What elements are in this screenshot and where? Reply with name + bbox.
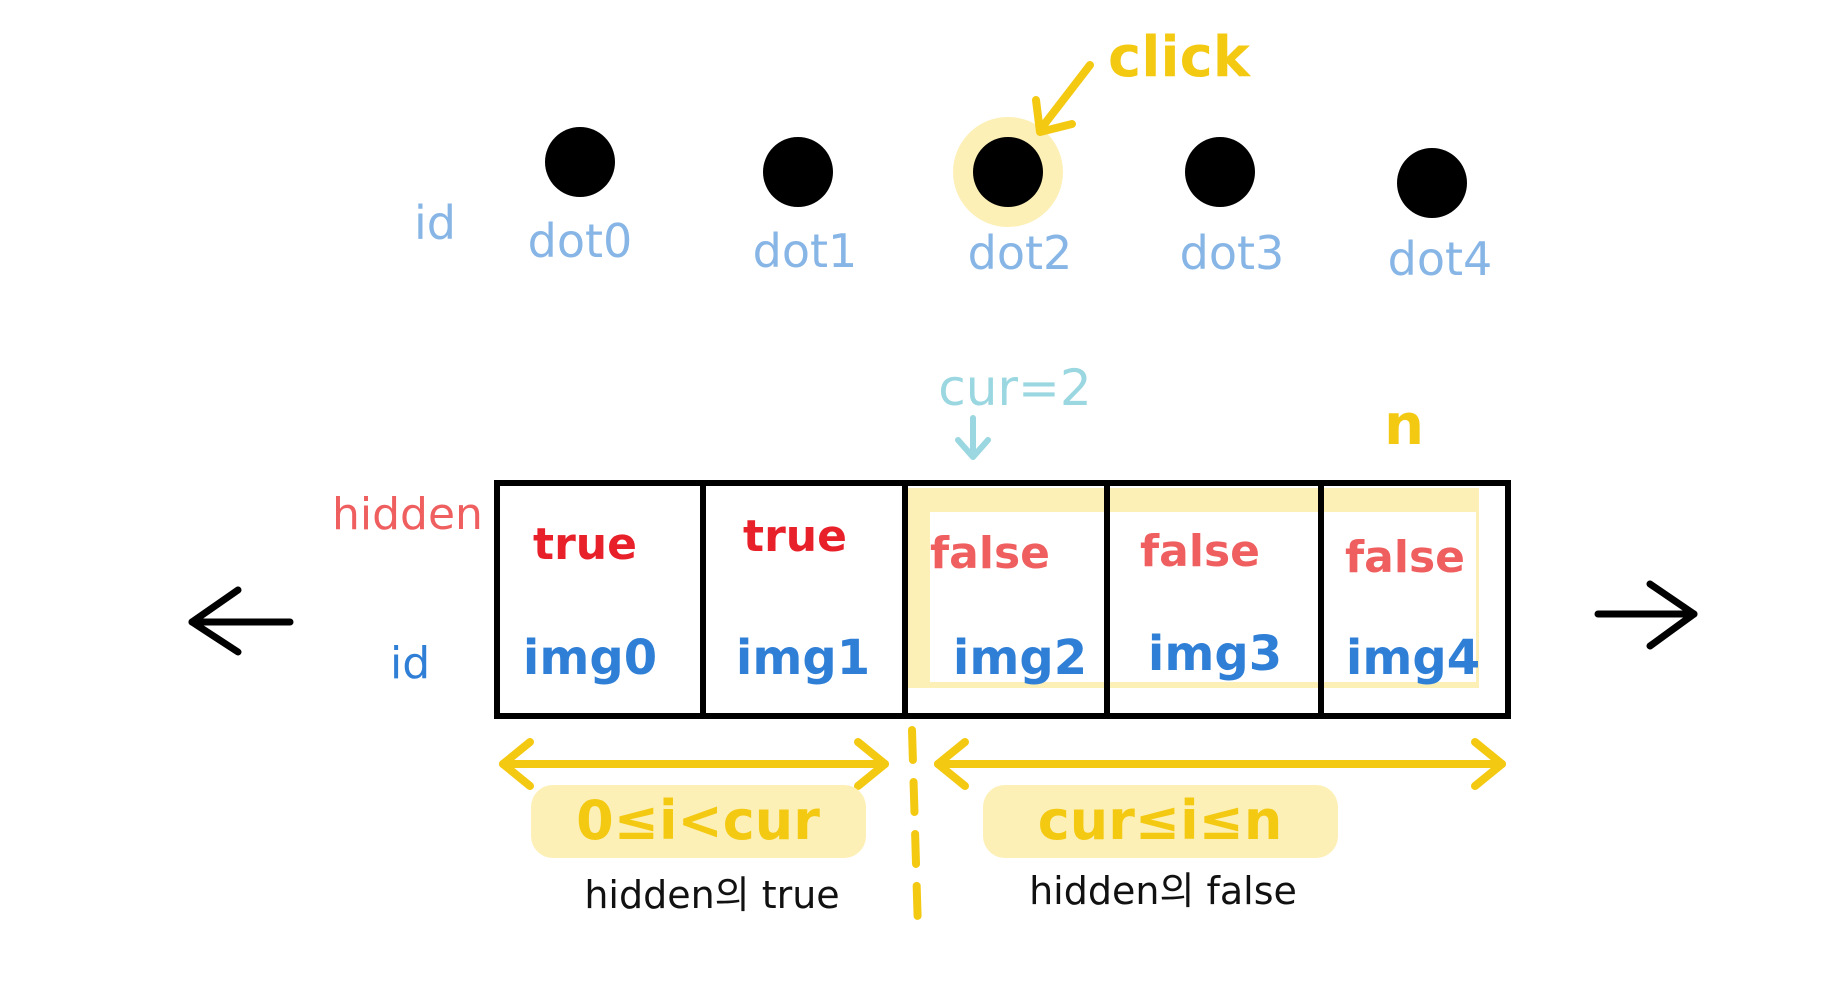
cell-1-hidden: true: [743, 511, 847, 562]
range-left-note: hidden의 true: [584, 873, 840, 917]
arrow-right-icon[interactable]: [1594, 580, 1698, 650]
dot-4[interactable]: [1397, 148, 1467, 218]
cur-divider: [908, 726, 922, 934]
dot-2[interactable]: [973, 137, 1043, 207]
dot-label-0: dot0: [527, 214, 633, 268]
click-arrow-icon: [1032, 61, 1094, 136]
dot-label-3: dot3: [1179, 226, 1285, 280]
dot-label-2: dot2: [967, 226, 1073, 280]
dot-3[interactable]: [1185, 137, 1255, 207]
range-left-label: 0≤i<cur: [576, 789, 820, 852]
cur-arrow-icon: [955, 415, 991, 460]
cell-3-hidden: false: [1140, 526, 1260, 577]
dot-label-4: dot4: [1387, 232, 1493, 286]
cell-4-hidden: false: [1345, 532, 1465, 583]
cell-0-id: img0: [522, 630, 658, 686]
cell-2-id: img2: [952, 630, 1088, 686]
id-row-label: id: [390, 638, 431, 689]
cell-2-hidden: false: [930, 528, 1050, 579]
dots-row-label: id: [414, 196, 456, 250]
click-label: click: [1108, 25, 1251, 90]
cell-4-id: img4: [1345, 630, 1481, 686]
cell-0-hidden: true: [533, 519, 637, 570]
dot-label-1: dot1: [752, 224, 858, 278]
hidden-row-label: hidden: [332, 489, 483, 540]
dot-0[interactable]: [545, 127, 615, 197]
range-right-box: [983, 785, 1338, 858]
range-right-arrow: [934, 738, 1506, 790]
arrow-left-icon[interactable]: [188, 586, 294, 656]
cell-1-id: img1: [735, 630, 871, 686]
range-right-label: cur≤i≤n: [1037, 789, 1283, 852]
cell-3-id: img3: [1147, 626, 1283, 682]
cur-label: cur=2: [938, 359, 1092, 417]
range-right-note: hidden의 false: [1029, 869, 1297, 913]
highlight-inner: [930, 512, 1476, 682]
range-left-box: [531, 785, 866, 858]
array-grid: [494, 480, 1511, 719]
n-label: n: [1384, 393, 1424, 458]
dot-1[interactable]: [763, 137, 833, 207]
range-left-arrow: [499, 738, 889, 790]
